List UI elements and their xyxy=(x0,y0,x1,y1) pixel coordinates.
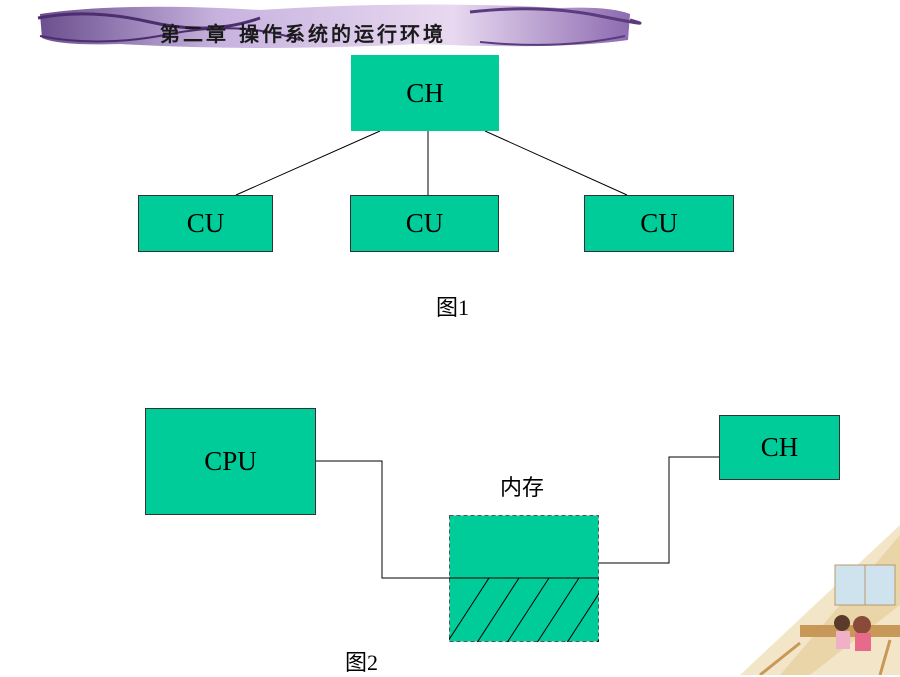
classroom-illustration xyxy=(740,525,900,675)
memory-block xyxy=(449,515,599,642)
node-ch-right: CH xyxy=(719,415,840,480)
connector-ch-cu1 xyxy=(235,130,381,196)
memory-label: 内存 xyxy=(500,475,545,500)
figure2-caption: 图2 xyxy=(345,650,379,675)
header-banner xyxy=(37,4,642,49)
node-ch-top: CH xyxy=(351,55,499,131)
node-cu-3: CU xyxy=(584,195,734,252)
node-cu-1: CU xyxy=(138,195,273,252)
connector-memory-ch xyxy=(598,456,719,564)
figure1-caption: 图1 xyxy=(436,295,470,320)
connector-ch-cu3 xyxy=(484,130,628,196)
connector-cpu-memory xyxy=(316,460,450,579)
node-cpu: CPU xyxy=(145,408,316,515)
chapter-title: 第二章 操作系统的运行环境 xyxy=(160,22,446,46)
node-cu-2: CU xyxy=(350,195,499,252)
